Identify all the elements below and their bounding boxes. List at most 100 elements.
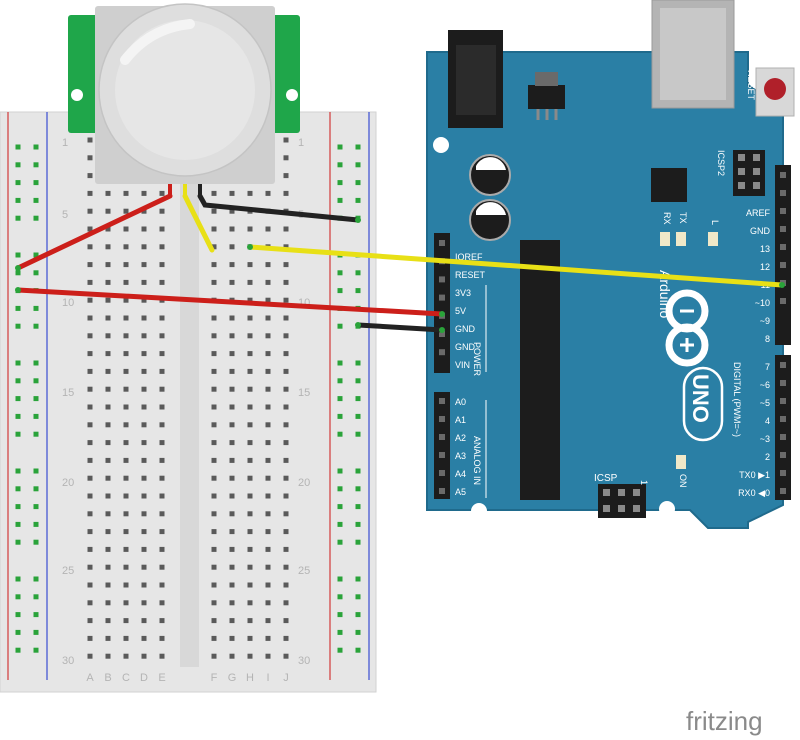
rail-hole	[15, 270, 21, 276]
wire-signal-yellow[interactable]	[247, 244, 785, 288]
breadboard-hole	[229, 618, 235, 624]
breadboard-hole	[229, 351, 235, 357]
breadboard-hole	[229, 279, 235, 285]
breadboard-hole	[123, 600, 129, 606]
breadboard-hole	[247, 635, 253, 641]
breadboard-hole	[141, 440, 147, 446]
breadboard-hole	[123, 618, 129, 624]
analog-header-pins	[439, 398, 445, 494]
reset-button-cap[interactable]	[764, 78, 786, 100]
icsp-pin	[603, 489, 610, 496]
rail-hole	[15, 647, 21, 653]
rail-hole	[337, 180, 343, 186]
breadboard-hole	[265, 618, 271, 624]
breadboard-hole	[229, 208, 235, 214]
arduino-uno-board: RESET ICSP2 RX TX L Arduino UNO	[426, 0, 795, 529]
rail-hole	[337, 162, 343, 168]
header-pin	[439, 294, 445, 301]
rail-hole	[33, 323, 39, 329]
breadboard-hole	[105, 386, 111, 392]
breadboard-hole	[87, 244, 93, 250]
header-pin	[780, 398, 786, 404]
rail-hole	[355, 144, 361, 150]
pin-label-12: 12	[760, 262, 770, 272]
breadboard-hole	[105, 404, 111, 410]
breadboard-hole	[105, 529, 111, 535]
breadboard-hole	[265, 333, 271, 339]
arduino-logo	[665, 289, 709, 367]
breadboard-hole	[105, 511, 111, 517]
wire-pir-vcc-red[interactable]	[15, 193, 173, 271]
row-number-left: 15	[62, 387, 74, 399]
wire-pir-out-yellow[interactable]	[182, 193, 215, 253]
breadboard-hole	[87, 208, 93, 214]
icsp-label: ICSP	[594, 473, 618, 484]
breadboard-hole	[159, 404, 165, 410]
rail-hole	[355, 180, 361, 186]
breadboard-hole	[87, 600, 93, 606]
rail-hole	[33, 486, 39, 492]
breadboard-hole	[141, 368, 147, 374]
pin-label-8: 8	[765, 334, 770, 344]
header-pin	[780, 416, 786, 422]
breadboard-hole	[211, 244, 217, 250]
breadboard-hole	[265, 226, 271, 232]
breadboard-hole	[159, 262, 165, 268]
rail-hole	[15, 323, 21, 329]
breadboard-hole	[141, 511, 147, 517]
breadboard-hole	[283, 564, 289, 570]
breadboard-hole	[87, 226, 93, 232]
breadboard-hole	[123, 564, 129, 570]
breadboard-hole	[265, 457, 271, 463]
breadboard-hole	[247, 493, 253, 499]
rail-hole	[15, 539, 21, 545]
header-pin	[780, 452, 786, 458]
pin-label-gnd: GND	[455, 342, 476, 352]
breadboard-hole	[87, 137, 93, 143]
breadboard-hole	[105, 440, 111, 446]
wire-gnd-black[interactable]	[355, 322, 445, 333]
breadboard-hole	[105, 351, 111, 357]
rail-hole	[15, 486, 21, 492]
breadboard-hole	[105, 333, 111, 339]
rail-hole	[33, 576, 39, 582]
breadboard-hole	[211, 653, 217, 659]
breadboard-hole	[141, 618, 147, 624]
breadboard-hole	[105, 653, 111, 659]
mount-hole	[433, 137, 449, 153]
row-number-left: 10	[62, 297, 74, 309]
breadboard-hole	[229, 493, 235, 499]
wire-5v-red[interactable]	[15, 287, 445, 317]
breadboard-hole	[141, 226, 147, 232]
header-pin	[439, 452, 445, 458]
breadboard-hole	[159, 279, 165, 285]
on-led	[676, 455, 686, 469]
breadboard-hole	[87, 315, 93, 321]
tx-led	[676, 232, 686, 246]
column-letter: A	[86, 672, 94, 684]
breadboard-hole	[105, 262, 111, 268]
mount-hole	[659, 501, 675, 517]
breadboard-hole	[87, 457, 93, 463]
rail-hole	[15, 378, 21, 384]
pin-label-2: 2	[765, 452, 770, 462]
uno-badge	[682, 366, 724, 442]
column-letter: C	[122, 672, 130, 684]
voltage-regulator	[528, 85, 565, 109]
rail-hole	[15, 360, 21, 366]
breadboard-hole	[283, 475, 289, 481]
column-letter: D	[140, 672, 148, 684]
capacitor-mark	[476, 157, 506, 170]
wire-endpoint	[439, 311, 445, 317]
wire-pir-gnd-black[interactable]	[197, 193, 361, 223]
rail-hole	[15, 576, 21, 582]
breadboard-hole	[123, 386, 129, 392]
breadboard-hole	[247, 582, 253, 588]
breadboard-hole	[283, 155, 289, 161]
breadboard-hole	[283, 333, 289, 339]
breadboard-hole	[229, 386, 235, 392]
rail-hole	[15, 197, 21, 203]
breadboard-hole	[87, 190, 93, 196]
breadboard-hole	[247, 351, 253, 357]
header-pin	[439, 276, 445, 283]
